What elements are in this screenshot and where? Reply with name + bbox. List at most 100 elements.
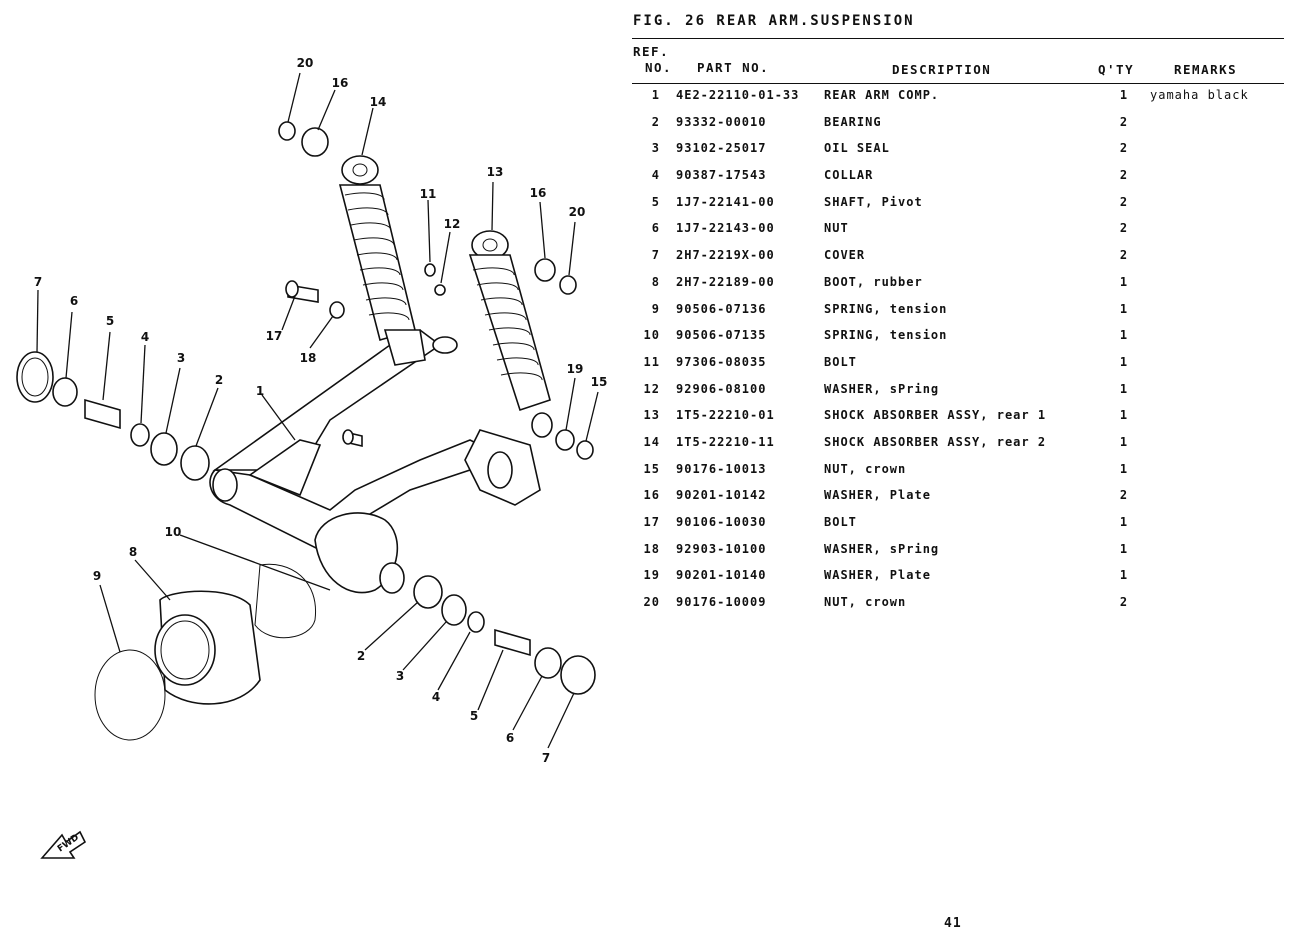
quantity: 2: [1119, 221, 1129, 236]
part-number: 90506-07135: [676, 328, 767, 343]
rear-arm-drawing: [209, 329, 541, 594]
description: BOLT: [824, 515, 857, 529]
part-number: 90176-10013: [676, 461, 767, 476]
table-row: 7 2H7-2219X-00 COVER 2: [632, 248, 1284, 275]
ref-number: 2: [651, 114, 660, 129]
description: WASHER, Plate: [824, 568, 931, 583]
callout-label: 19: [567, 362, 584, 376]
part-number: 90201-10142: [676, 488, 767, 503]
ref-number: 17: [643, 515, 660, 529]
quantity: 1: [1119, 515, 1129, 529]
callout-label: 8: [129, 545, 137, 559]
description: SPRING, tension: [824, 301, 948, 316]
boot-and-springs-drawing: [94, 563, 317, 741]
callout-label: 11: [420, 187, 437, 201]
quantity: 1: [1119, 408, 1129, 423]
callout-label: 3: [396, 669, 404, 683]
callout-label: 6: [506, 731, 514, 745]
quantity: 1: [1119, 568, 1129, 583]
ref-number: 16: [643, 488, 660, 503]
description: SHOCK ABSORBER ASSY, rear 1: [824, 408, 1047, 423]
part-number: 90506-07136: [676, 301, 767, 316]
callout-label: 2: [357, 649, 365, 663]
callout-label: 20: [569, 205, 586, 219]
column-remarks: REMARKS: [1174, 62, 1238, 77]
quantity: 2: [1119, 141, 1129, 156]
quantity: 1: [1119, 381, 1129, 396]
callout-label: 5: [106, 314, 114, 328]
ref-number: 11: [643, 354, 660, 369]
part-number: 92906-08100: [676, 381, 767, 396]
part-number: 97306-08035: [676, 354, 767, 369]
ref-number: 15: [643, 461, 660, 476]
callout-label: 13: [487, 165, 504, 179]
callout-label: 3: [177, 351, 185, 365]
ref-number: 6: [651, 221, 660, 236]
ref-number: 20: [643, 595, 660, 610]
table-row: 11 97306-08035 BOLT 1: [632, 355, 1284, 382]
callout-label: 7: [542, 751, 550, 765]
quantity: 2: [1119, 248, 1129, 263]
shock-absorber-rear-1-drawing: [468, 230, 553, 438]
column-ref-line1: REF.: [633, 44, 670, 59]
page-number: 41: [944, 916, 962, 931]
table-row: 10 90506-07135 SPRING, tension 1: [632, 328, 1284, 355]
callout-label: 18: [300, 351, 317, 365]
description: COVER: [824, 248, 866, 263]
callout-label: 16: [530, 186, 547, 200]
part-number: 93102-25017: [676, 141, 767, 156]
ref-number: 9: [651, 301, 660, 316]
part-number: 90176-10009: [676, 595, 767, 610]
quantity: 1: [1119, 274, 1129, 289]
column-qty: Q'TY: [1098, 62, 1135, 77]
ref-number: 10: [643, 328, 660, 343]
table-row: 17 90106-10030 BOLT 1: [632, 515, 1284, 542]
ref-number: 19: [643, 568, 660, 583]
column-description: DESCRIPTION: [892, 62, 992, 77]
part-number: 1T5-22210-11: [676, 434, 775, 449]
ref-number: 1: [651, 88, 660, 102]
part-number: 1T5-22210-01: [676, 408, 775, 423]
callout-label: 9: [93, 569, 101, 583]
part-number: 4E2-22110-01-33: [676, 88, 800, 102]
part-number: 1J7-22141-00: [676, 194, 775, 209]
description: NUT: [824, 221, 849, 236]
quantity: 1: [1119, 328, 1129, 343]
quantity: 1: [1119, 301, 1129, 316]
exploded-parts-diagram: FWD 201614111213162076543217181191510892…: [16, 56, 607, 859]
ref-number: 12: [643, 381, 660, 396]
small-parts-drawing: [278, 121, 594, 460]
callout-label: 5: [470, 709, 478, 723]
callout-label: 16: [332, 76, 349, 90]
part-number: 90387-17543: [676, 168, 767, 183]
description: SPRING, tension: [824, 328, 948, 343]
quantity: 1: [1119, 354, 1129, 369]
figure-title: FIG. 26 REAR ARM.SUSPENSION: [633, 13, 915, 29]
callout-label: 20: [297, 56, 314, 70]
remarks: yamaha black: [1150, 88, 1249, 102]
part-number: 90106-10030: [676, 515, 767, 529]
left-pivot-parts-drawing: [16, 351, 210, 481]
callout-label: 6: [70, 294, 78, 308]
callout-label: 4: [432, 690, 440, 704]
callout-label: 17: [266, 329, 283, 343]
ref-number: 7: [651, 248, 660, 263]
quantity: 2: [1119, 595, 1129, 610]
ref-number: 4: [651, 168, 660, 183]
part-number: 2H7-2219X-00: [676, 248, 775, 263]
description: BOLT: [824, 354, 857, 369]
parts-table: 1 4E2-22110-01-33 REAR ARM COMP. 1 yamaha bl…: [632, 88, 1284, 622]
quantity: 2: [1119, 114, 1129, 129]
table-row: 9 90506-07136 SPRING, tension 1: [632, 302, 1284, 329]
description: REAR ARM COMP.: [824, 88, 940, 102]
